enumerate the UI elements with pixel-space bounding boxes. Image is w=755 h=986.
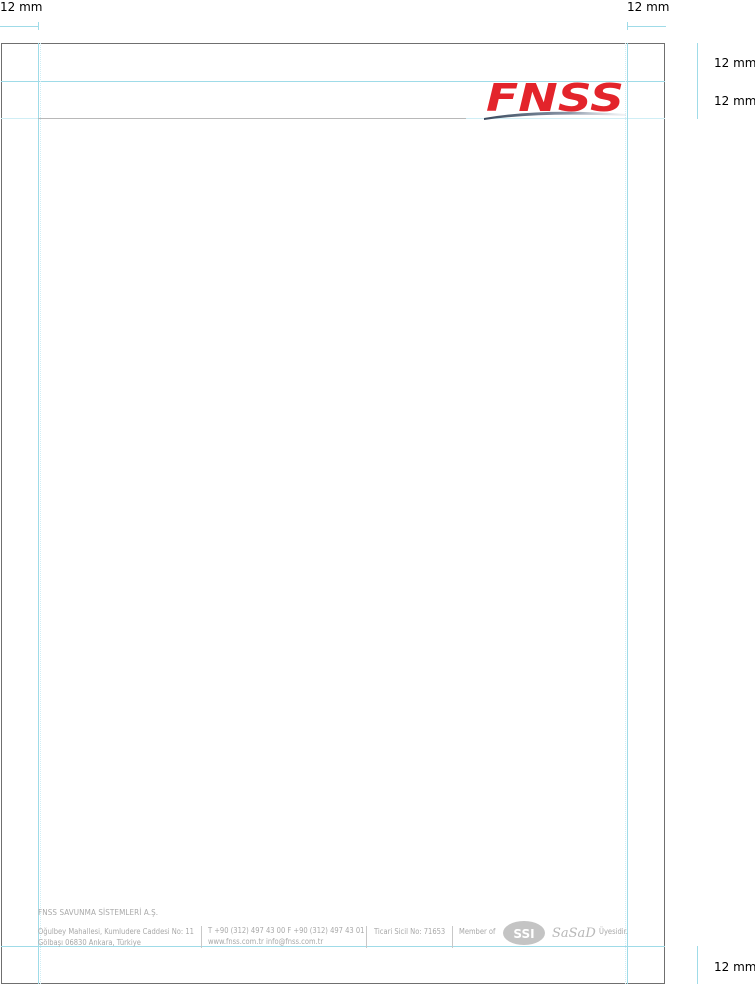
dim-right-marker-1 [697,43,698,81]
margin-guide-right-inner [625,43,626,984]
footer-member-of: Member of [459,927,496,936]
margin-guide-bottom [1,946,665,947]
footer-address-line1: Oğulbey Mahallesi, Kumludere Caddesi No:… [38,927,194,936]
sasad-logo-text: SaSaD [552,926,596,941]
letterhead-page [1,43,665,984]
dim-top-left-tick [38,22,39,30]
footer-company-name: FNSS SAVUNMA SİSTEMLERİ A.Ş. [38,908,159,917]
margin-guide-left-inner [40,43,41,984]
dim-top-left-marker [0,26,38,27]
footer-separator-1 [201,926,202,948]
header-rule [38,118,466,119]
footer-separator-3 [452,926,453,948]
margin-guide-left [38,43,39,984]
dim-right-top-label: 12 mm [714,56,755,70]
ssi-logo-text: SSI [513,927,534,941]
logo-text: FNSS [486,78,624,120]
dim-top-left-label: 12 mm [0,0,43,14]
dim-right-second-label: 12 mm [714,94,755,108]
dim-right-marker-2 [697,81,698,119]
footer-phone-line: T +90 (312) 497 43 00 F +90 (312) 497 43… [208,926,365,935]
margin-guide-right [627,43,628,984]
dim-top-right-label: 12 mm [627,0,670,14]
ssi-logo: SSI [503,921,545,945]
dim-top-right-tick [627,22,628,30]
dim-top-right-marker [627,26,666,27]
footer-address-line2: Gölbaşı 06830 Ankara, Türkiye [38,938,141,947]
footer-member-suffix: Üyesidir. [599,927,628,936]
logo-swoosh [484,111,626,120]
footer-registry: Ticari Sicil No: 71653 [374,927,446,936]
margin-guide-top [1,81,665,82]
dim-right-marker-3 [697,946,698,984]
footer-separator-2 [366,926,367,948]
dim-right-bottom-label: 12 mm [714,960,755,974]
footer-web-line: www.fnss.com.tr info@fnss.com.tr [208,937,324,946]
fnss-logo: FNSS [484,78,626,120]
sasad-logo: SaSaD [552,926,596,941]
